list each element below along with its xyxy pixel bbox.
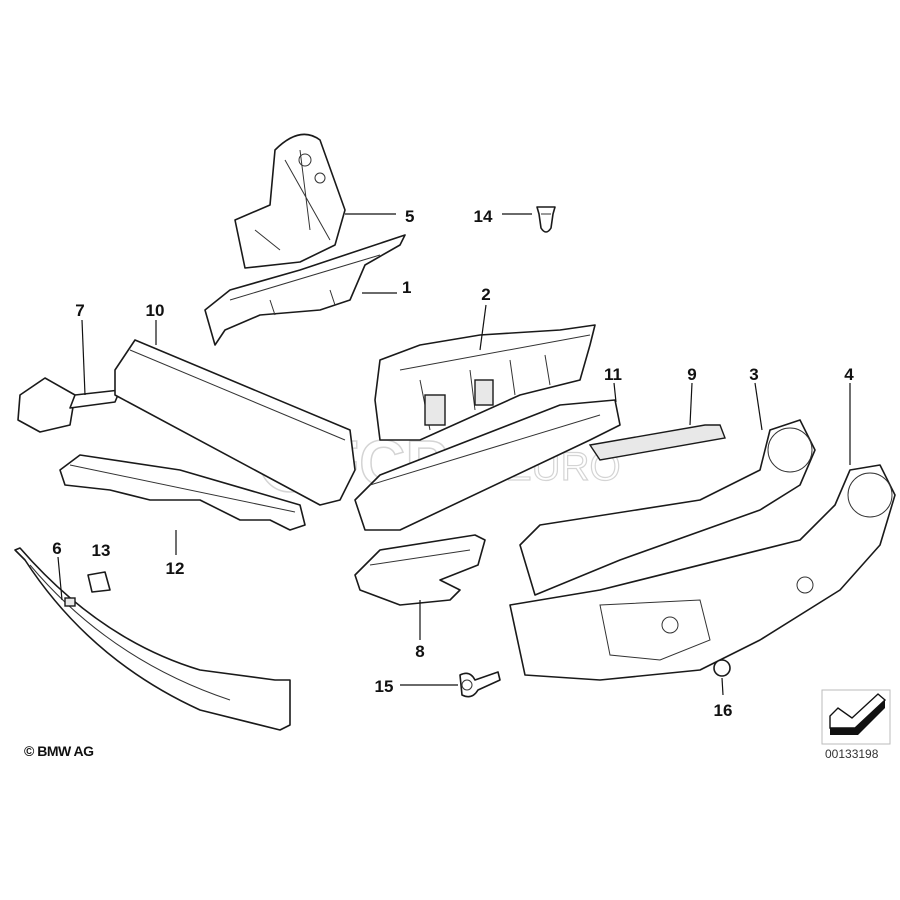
callout-12: 12: [166, 559, 185, 578]
part-1-rail: [204, 234, 406, 346]
part-11-trim: [354, 399, 621, 531]
callout-15: 15: [375, 677, 394, 696]
part-3-side-trim: [519, 419, 816, 596]
callout-6: 6: [52, 539, 61, 558]
part-9-strip: [588, 424, 726, 461]
part-4-side-panel: [509, 464, 896, 681]
part-5-bracket: [234, 133, 346, 269]
callout-13: 13: [92, 541, 111, 560]
callout-16: 16: [714, 701, 733, 720]
part-2-rail: [374, 324, 596, 441]
part-15-bolt: [459, 671, 501, 698]
part-10-cover: [114, 339, 356, 506]
callout-3: 3: [749, 365, 758, 384]
callout-labels: 1 2 3 4 5 6 7 8 9 10 11 12 13 14 15 16: [52, 207, 854, 720]
part-8-cover-cap: [354, 534, 486, 606]
callout-10: 10: [146, 301, 165, 320]
callout-11: 11: [604, 365, 622, 384]
copyright-label: © BMW AG: [24, 743, 94, 759]
orientation-arrow-icon: [821, 689, 891, 745]
callout-4: 4: [844, 365, 854, 384]
callout-7: 7: [75, 301, 84, 320]
part-6-front-trim: [14, 547, 291, 731]
part-12-trim-panel: [59, 454, 306, 531]
part-16-cap: [713, 659, 731, 677]
diagram-number: 00133198: [825, 747, 879, 761]
part-13-cap: [87, 571, 111, 593]
callout-9: 9: [687, 365, 696, 384]
callout-8: 8: [415, 642, 424, 661]
leader-lines: [57, 213, 851, 696]
part-7-clip: [17, 377, 121, 433]
part-14-screw: [536, 206, 556, 233]
callout-2: 2: [481, 285, 490, 304]
callout-1: 1: [402, 278, 411, 297]
callout-14: 14: [474, 207, 493, 226]
callout-5: 5: [405, 207, 414, 226]
